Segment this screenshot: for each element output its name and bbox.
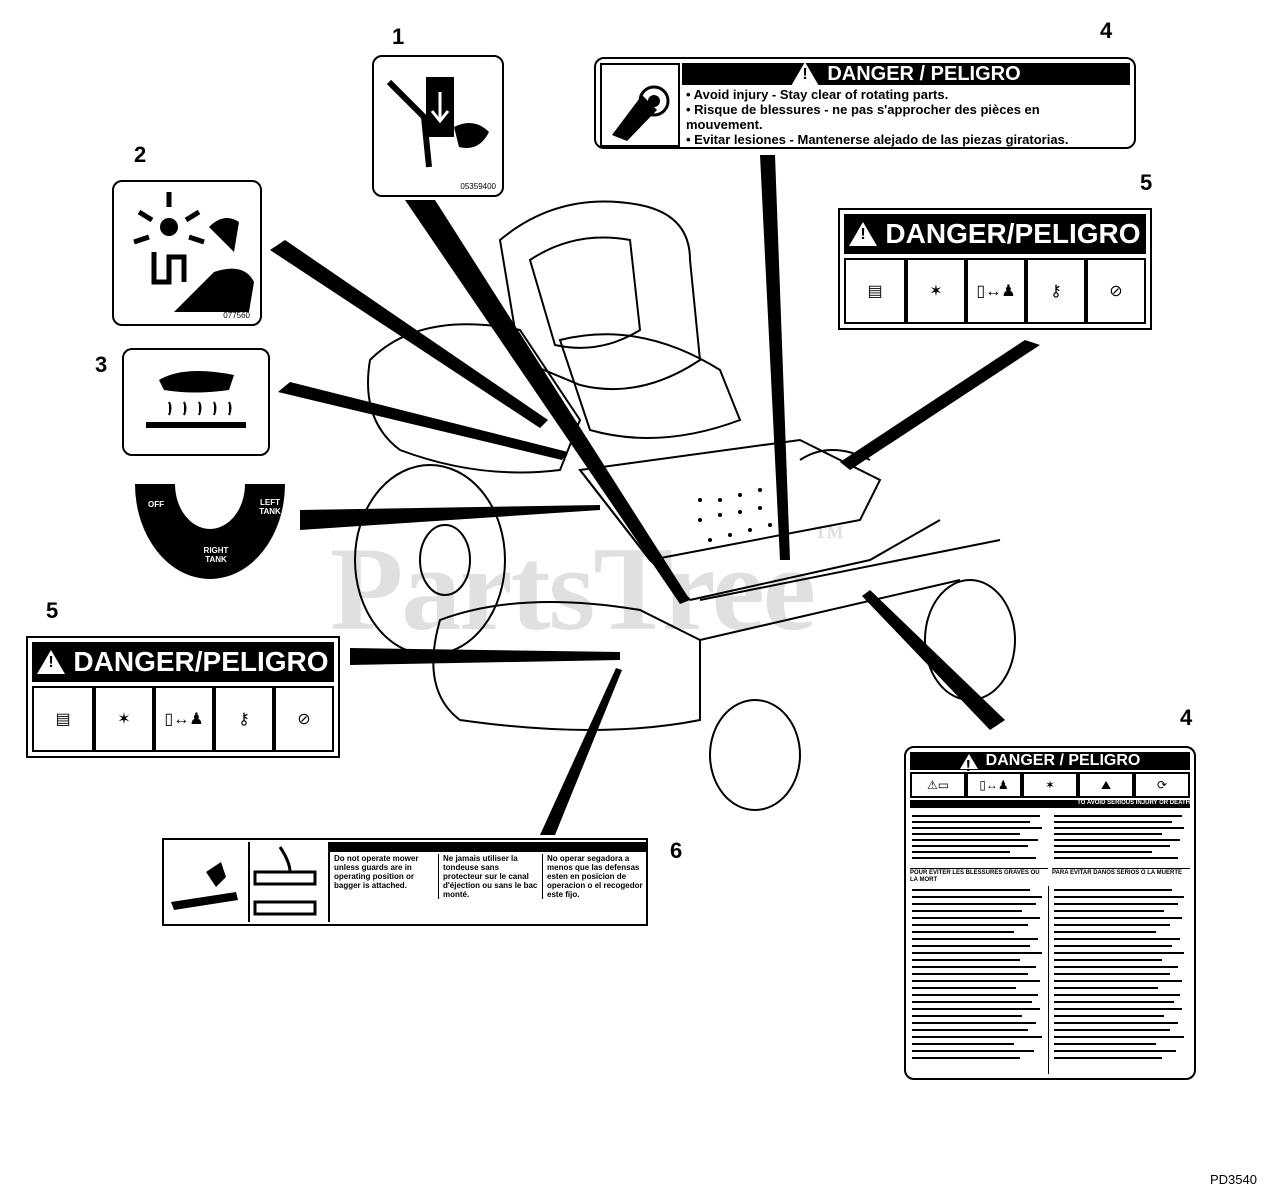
decal-6-text-es: No operar segadora a menos que las defen… (542, 854, 647, 899)
manual-icon: ⚠▭ (910, 772, 966, 798)
english-text-block (912, 815, 1042, 859)
decal-4-line-en: • Avoid injury - Stay clear of rotating … (686, 87, 949, 102)
callout-2: 2 (134, 142, 147, 167)
no-riders-icon: ⊘ (274, 686, 334, 752)
decal-2-thrown-objects: 077560 (112, 180, 262, 326)
french-text-block (912, 889, 1042, 1059)
decal-5-left: DANGER/PELIGRO ▤ ✶ ▯↔♟ ⚷ ⊘ (26, 636, 340, 758)
decal-5-top-header: DANGER/PELIGRO (844, 214, 1146, 254)
remove-key-icon: ⚷ (214, 686, 274, 752)
hot-surface-icon (146, 371, 246, 428)
callout-1: 1 (392, 24, 405, 49)
blade-hazard-icon: ▤ (32, 686, 94, 752)
decal-4-line-fr: • Risque de blessures - ne pas s'approch… (686, 102, 1040, 132)
no-riders-icon: ⊘ (1086, 258, 1146, 324)
warning-triangle-icon (959, 753, 978, 776)
discharge-hazard-icon (166, 842, 246, 922)
decal-4-line-es: • Evitar lesiones - Mantenerse alejado d… (686, 132, 1069, 147)
fuel-selector-decal (135, 484, 285, 579)
decal-6-text-fr: Ne jamais utiliser la tondeuse sans prot… (438, 854, 539, 899)
thrown-objects-icon (133, 192, 254, 312)
keep-distance-icon: ▯↔♟ (154, 686, 214, 752)
decal-6-text-en: Do not operate mower unless guards are i… (334, 854, 419, 890)
guard-position-icon (248, 842, 328, 922)
fuel-left-label: LEFT TANK (259, 498, 281, 516)
callout-5-top: 5 (1140, 170, 1153, 195)
decal-4-top-header: DANGER / PELIGRO (682, 62, 1130, 86)
rotating-parts-icon (600, 63, 680, 147)
decal-1-hand-crush: 05359400 (372, 55, 504, 197)
decal-4-right-subtitle-en: TO AVOID SERIOUS INJURY OR DEATH (910, 800, 1190, 808)
figure-id: PD3540 (1210, 1172, 1257, 1187)
decal-6-discharge-guard: Do not operate mower unless guards are i… (162, 838, 648, 926)
keep-distance-icon: ▯↔♟ (966, 258, 1026, 324)
decal-4-right-subtitle-es: PARA EVITAR DAÑOS SERIOS O LA MUERTE (1052, 870, 1183, 876)
callout-5-left: 5 (46, 598, 59, 623)
callout-4-right: 4 (1180, 705, 1193, 730)
decal-5-top: DANGER/PELIGRO ▤ ✶ ▯↔♟ ⚷ ⊘ (838, 208, 1152, 330)
decal-4-right-header: DANGER / PELIGRO (910, 752, 1190, 776)
hand-crush-icon (386, 77, 489, 168)
remove-key-icon: ⚷ (1026, 258, 1086, 324)
thrown-object-icon: ✶ (906, 258, 966, 324)
fuel-off-label: OFF (148, 500, 164, 509)
decal-4-rotating-parts: DANGER / PELIGRO • Avoid injury - Stay c… (594, 57, 1136, 149)
decal-5-left-header: DANGER/PELIGRO (32, 642, 334, 682)
rollover-icon: ⟳ (1134, 772, 1190, 798)
decal-3-hot-surface (122, 348, 270, 456)
fuel-right-label: RIGHT TANK (203, 546, 229, 564)
callout-3: 3 (95, 352, 108, 377)
spanish-text-block (1054, 889, 1184, 1059)
thrown-object-icon: ✶ (94, 686, 154, 752)
decal-2-part-number: 077560 (223, 311, 250, 320)
blade-hazard-icon: ▤ (844, 258, 906, 324)
warning-triangle-icon (849, 222, 878, 246)
decal-4-right-subtitle-fr: POUR ÉVITER LES BLESSURES GRAVES OU LA M… (910, 870, 1040, 883)
warning-triangle-icon (37, 650, 66, 674)
bystander-icon: ▯↔♟ (966, 772, 1022, 798)
thrown-object-icon: ✶ (1022, 772, 1078, 798)
callout-6: 6 (670, 838, 683, 863)
warning-triangle-icon (791, 62, 820, 86)
decal-1-part-number: 05359400 (460, 182, 496, 191)
decal-4-safety-instructions: DANGER / PELIGRO ⚠▭ ▯↔♟ ✶ ⛰ ⟳ TO AVOID S… (904, 746, 1196, 1080)
slope-icon: ⛰ (1078, 772, 1134, 798)
callout-4-top: 4 (1100, 18, 1113, 43)
